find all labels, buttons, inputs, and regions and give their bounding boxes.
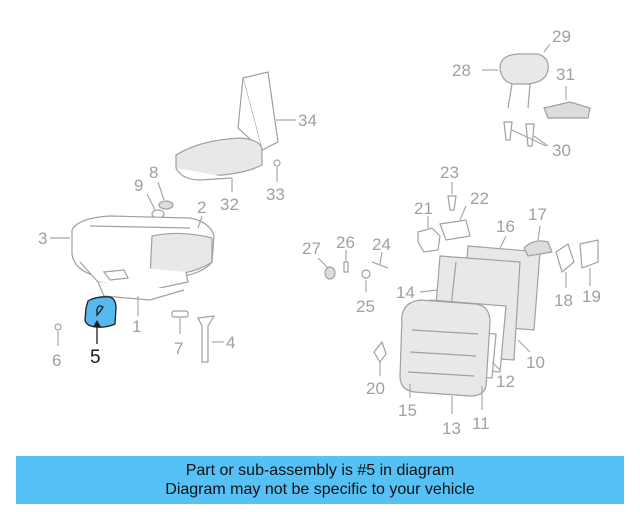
part-15-illustration: [399, 299, 491, 398]
part-31-illustration: [543, 86, 591, 119]
callout-12: 12: [496, 372, 515, 391]
parts-diagram: 1 2 3 4 5 6 7 8 9 10 11 12 13 14 15 16 1…: [38, 27, 601, 438]
callout-7: 7: [174, 339, 183, 358]
part-21-illustration: [417, 216, 441, 253]
part-17-illustration: [523, 225, 553, 257]
callout-26: 26: [336, 233, 355, 252]
callout-5: 5: [90, 347, 101, 368]
part-2-illustration: [197, 215, 203, 229]
callout-6: 6: [52, 351, 61, 370]
part-5-illustration: [84, 296, 117, 344]
info-banner: Part or sub-assembly is #5 in diagram Di…: [16, 456, 624, 504]
part-29-illustration: [499, 43, 551, 109]
callout-16: 16: [496, 217, 515, 236]
callout-22: 22: [470, 189, 489, 208]
callout-8: 8: [149, 163, 158, 182]
callout-33: 33: [266, 185, 285, 204]
callout-19: 19: [582, 287, 601, 306]
callout-2: 2: [197, 198, 206, 217]
callout-32: 32: [220, 195, 239, 214]
callout-9: 9: [134, 176, 143, 195]
callout-24: 24: [372, 235, 391, 254]
part-27-illustration: [317, 257, 336, 280]
callout-labels: 1 2 3 4 5 6 7 8 9 10 11 12 13 14 15 16 1…: [38, 27, 601, 438]
callout-10: 10: [526, 353, 545, 372]
callout-25: 25: [356, 297, 375, 316]
part-7-illustration: [171, 310, 189, 334]
part-26-illustration: [343, 250, 349, 273]
part-6-illustration: [54, 323, 62, 346]
callout-13: 13: [442, 419, 461, 438]
callout-27: 27: [302, 239, 321, 258]
callout-21: 21: [414, 199, 433, 218]
part-20-illustration: [373, 340, 387, 376]
part-32-illustration: [175, 137, 263, 192]
part-19-illustration: [579, 239, 599, 286]
part-1-illustration: [79, 261, 189, 316]
callout-15: 15: [398, 401, 417, 420]
callout-1: 1: [132, 317, 141, 336]
callout-28: 28: [452, 61, 471, 80]
callout-20: 20: [366, 379, 385, 398]
callout-3: 3: [38, 229, 47, 248]
part-18-illustration: [555, 243, 575, 288]
callout-17: 17: [528, 205, 547, 224]
part-30-illustration: [503, 121, 549, 147]
callout-4: 4: [226, 333, 235, 352]
part-8-illustration: [157, 181, 174, 210]
part-24-illustration: [371, 251, 389, 269]
part-4-illustration: [197, 315, 224, 363]
callout-18: 18: [554, 291, 573, 310]
callout-23: 23: [440, 163, 459, 182]
part-9-illustration: [146, 193, 165, 219]
banner-line-1: Part or sub-assembly is #5 in diagram: [185, 462, 455, 479]
callout-31: 31: [556, 65, 575, 84]
callout-34: 34: [298, 111, 317, 130]
part-23-illustration: [447, 182, 457, 211]
part-25-illustration: [361, 269, 371, 292]
callout-14: 14: [396, 283, 415, 302]
part-3-illustration: [50, 215, 215, 281]
part-33-illustration: [273, 159, 281, 182]
part-22-illustration: [439, 205, 471, 241]
callout-30: 30: [552, 141, 571, 160]
banner-line-2: Diagram may not be specific to your vehi…: [165, 481, 475, 498]
callout-29: 29: [552, 27, 571, 46]
callout-11: 11: [472, 414, 490, 433]
